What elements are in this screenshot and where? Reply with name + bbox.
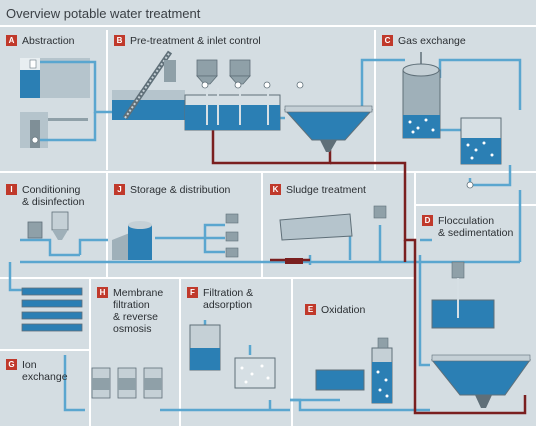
section-label: Sludge treatment <box>286 184 366 196</box>
section-ion-exchange: G Ion exchange <box>6 359 68 383</box>
section-label-line2: exchange <box>22 371 68 383</box>
section-label: Gas exchange <box>398 35 466 47</box>
section-label: Oxidation <box>321 304 366 316</box>
section-label-line2: adsorption <box>203 299 253 311</box>
section-label-line4: osmosis <box>113 323 152 335</box>
title-divider <box>0 25 536 27</box>
section-oxidation: E Oxidation <box>305 304 365 316</box>
section-badge: F <box>187 287 198 298</box>
section-storage: J Storage & distribution <box>114 184 230 196</box>
section-badge: E <box>305 304 316 315</box>
section-label-line2: & sedimentation <box>438 227 514 239</box>
sludge-illustration <box>279 205 387 264</box>
section-label-line2: & disinfection <box>22 196 85 208</box>
conditioning-illustration <box>27 211 69 240</box>
section-flocculation: D Flocculation & sedimentation <box>422 215 513 239</box>
abstraction-illustration <box>20 58 90 148</box>
section-pretreatment: B Pre-treatment & inlet control <box>114 35 261 47</box>
filtration-illustration <box>189 324 276 389</box>
ion-exchange-illustration <box>91 367 163 399</box>
section-conditioning: I Conditioning & disinfection <box>6 184 84 208</box>
diagram-title: Overview potable water treatment <box>6 6 201 21</box>
section-label: Pre-treatment & inlet control <box>130 35 261 47</box>
section-abstraction: A Abstraction <box>6 35 75 47</box>
section-label-line1: Membrane <box>113 287 164 299</box>
section-badge: B <box>114 35 125 46</box>
section-label: Storage & distribution <box>130 184 231 196</box>
section-badge: C <box>382 35 393 46</box>
storage-illustration <box>112 213 239 260</box>
section-label: Abstraction <box>22 35 75 47</box>
section-badge: J <box>114 184 125 195</box>
section-gas-exchange: C Gas exchange <box>382 35 466 47</box>
section-badge: H <box>97 287 108 298</box>
section-label-line3: & reverse <box>113 311 158 323</box>
membrane-illustration <box>21 287 83 332</box>
section-label-line2: filtration <box>113 299 150 311</box>
section-badge: G <box>6 359 17 370</box>
section-badge: I <box>6 184 17 195</box>
section-filtration: F Filtration & adsorption <box>187 287 253 311</box>
section-label-line1: Conditioning <box>22 184 81 196</box>
section-badge: K <box>270 184 281 195</box>
section-label-line1: Ion <box>22 359 37 371</box>
gas-exchange-illustration <box>402 52 502 189</box>
oxidation-illustration <box>315 337 393 404</box>
section-badge: A <box>6 35 17 46</box>
pretreatment-illustration <box>112 50 374 152</box>
section-sludge: K Sludge treatment <box>270 184 366 196</box>
section-badge: D <box>422 215 433 226</box>
section-label-line1: Flocculation <box>438 215 495 227</box>
section-label-line1: Filtration & <box>203 287 254 299</box>
flocculation-illustration <box>430 261 531 408</box>
section-membrane: H Membrane filtration & reverse osmosis <box>97 287 163 335</box>
section-dividers <box>0 30 536 426</box>
